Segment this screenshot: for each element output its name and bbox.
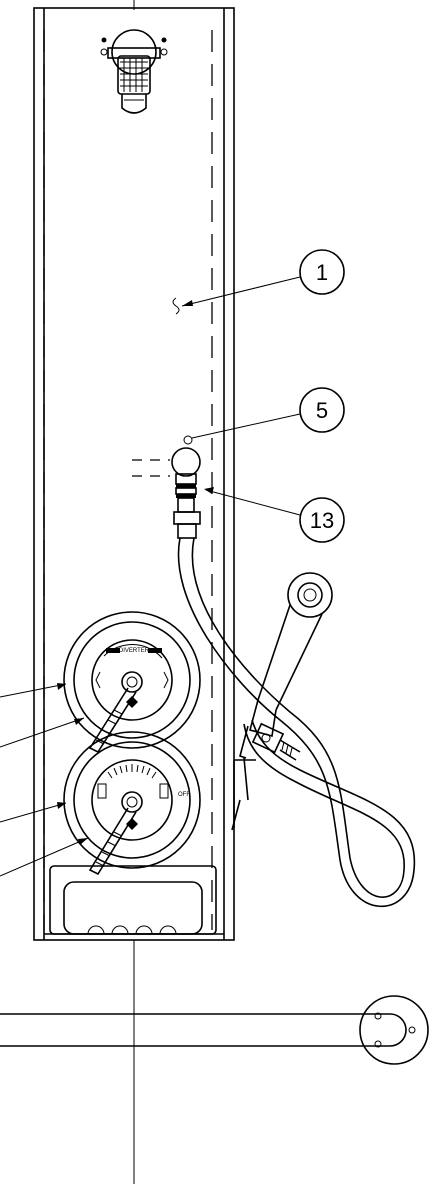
callout-5-label: 5 (316, 398, 328, 423)
hose-connector (132, 447, 201, 539)
head-knurl (120, 58, 148, 92)
upper-valve-label: DIVERTER (119, 648, 150, 654)
callout-13-label: 13 (310, 508, 334, 533)
grab-bar (0, 995, 429, 1065)
hand-shower (231, 572, 333, 831)
callout-1: 1 (172, 249, 345, 315)
shower-head (100, 29, 168, 114)
callout-5: 5 (183, 387, 345, 445)
lower-temperature-valve: OFF (63, 731, 201, 876)
callout-1-label: 1 (316, 260, 328, 285)
soap-dish (49, 865, 217, 935)
lower-valve-off-label: OFF (178, 792, 190, 798)
left-leaders (0, 683, 89, 877)
shower-hose (177, 537, 416, 908)
upper-diverter-valve: DIVERTER (63, 611, 201, 754)
callout-13: 13 (204, 487, 345, 543)
temp-scale (107, 764, 157, 779)
